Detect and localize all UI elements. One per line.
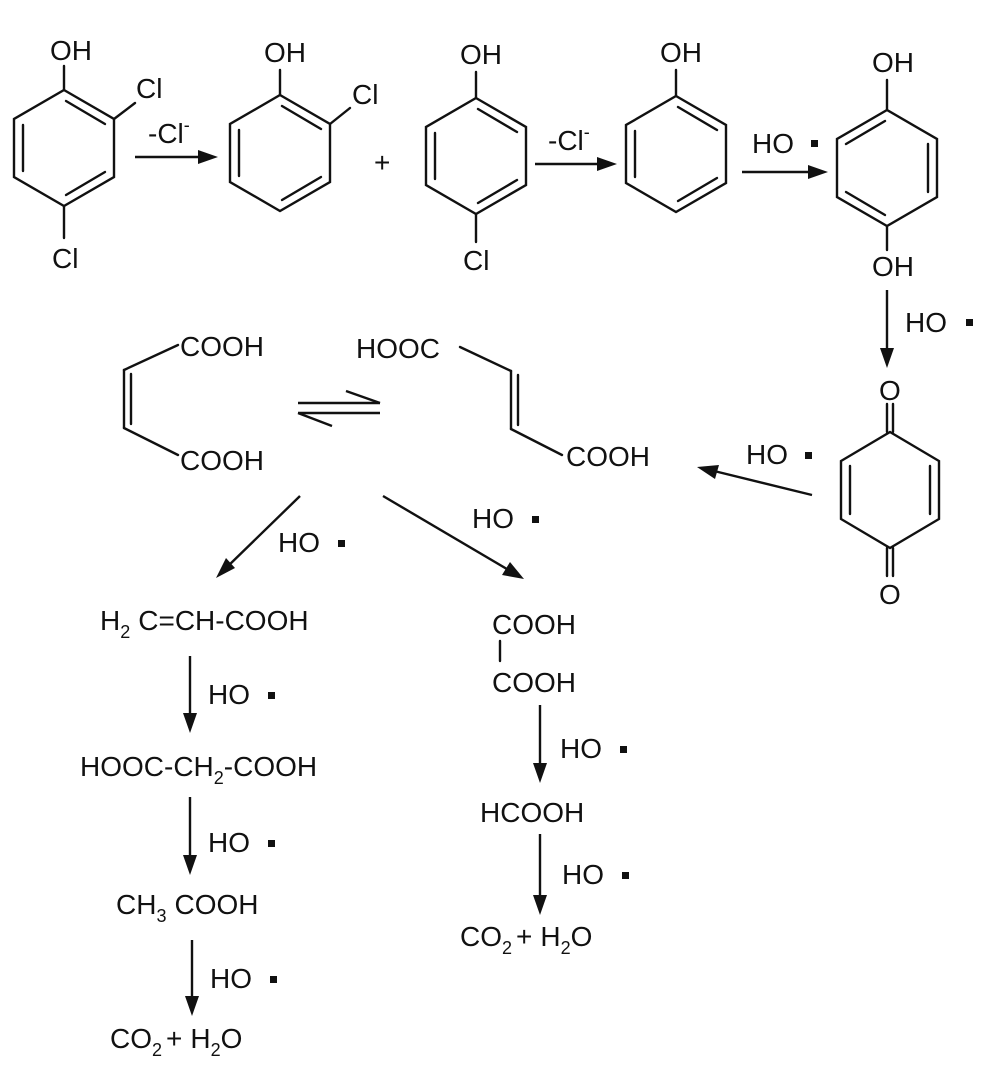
molecule-4-chlorophenol: OH Cl [424, 39, 528, 276]
hydroxyl-label: OH [660, 37, 702, 68]
reaction-arrow-to-oxalic: HO [382, 494, 539, 579]
hydroxyl-radical-label: HO [562, 859, 604, 890]
radical-dot [620, 746, 627, 753]
reaction-arrow-to-malonic: HO [183, 656, 275, 733]
reaction-arrow-to-acrylic: HO [216, 495, 345, 578]
carboxyl-label: COOH [566, 441, 650, 472]
benzene-ring [424, 96, 528, 216]
molecule-fumaric-acid: HOOC COOH [356, 333, 650, 472]
chlorine-label: Cl [352, 79, 378, 110]
reaction-arrow-to-mineralization-right: HO [533, 834, 629, 915]
hydroxyl-radical-label: HO [278, 527, 320, 558]
reaction-arrow-to-formic: HO [533, 705, 627, 783]
radical-dot [268, 692, 275, 699]
hydroxyl-label: OH [460, 39, 502, 70]
hydroxyl-radical-label: HO [752, 128, 794, 159]
hydroxyl-radical-label: HO [208, 827, 250, 858]
formic-acid-formula: HCOOH [480, 797, 584, 828]
chlorine-label: Cl [463, 245, 489, 276]
chlorine-label: Cl [136, 73, 162, 104]
radical-dot [966, 319, 973, 326]
plus-sign: + [374, 147, 390, 178]
molecule-2-4-dichlorophenol: OH Cl Cl [12, 35, 162, 274]
carboxyl-label: COOH [180, 445, 264, 476]
radical-dot [811, 140, 818, 147]
reaction-arrow-oxidation-to-quinone: HO [880, 290, 973, 368]
quinone-ring [839, 430, 941, 550]
hydroxyl-label: OH [50, 35, 92, 66]
hydroxyl-radical-label: HO [208, 679, 250, 710]
benzene-ring [835, 108, 939, 228]
radical-dot [268, 840, 275, 847]
oxygen-label: O [879, 375, 901, 406]
reaction-arrow-to-acetic: HO [183, 797, 275, 875]
carboxyl-label: COOH [492, 609, 576, 640]
hydroxyl-radical-label: HO [560, 733, 602, 764]
radical-dot [338, 540, 345, 547]
oxygen-label: O [879, 579, 901, 610]
final-products-left: CO2+H2O [110, 1023, 242, 1060]
molecule-phenol: OH [624, 37, 728, 214]
hydroxyl-label: OH [872, 251, 914, 282]
carboxyl-label: COOH [492, 667, 576, 698]
radical-dot [805, 452, 812, 459]
radical-dot [622, 872, 629, 879]
radical-dot [532, 516, 539, 523]
final-products-right: CO2+H2O [460, 921, 592, 958]
hydroxyl-label: OH [872, 47, 914, 78]
reaction-arrow-ring-opening: HO [697, 439, 813, 497]
dechlorination-label: -Cl- [548, 122, 590, 156]
reaction-arrow-dechlorination-2: -Cl- [535, 122, 617, 171]
benzene-ring [228, 93, 332, 213]
hydroxyl-radical-label: HO [472, 503, 514, 534]
reaction-arrow-dechlorination-1: -Cl- [135, 115, 218, 164]
radical-dot [270, 976, 277, 983]
malonic-acid-formula: HOOC-CH2-COOH [80, 751, 317, 788]
benzene-ring [624, 94, 728, 214]
molecule-oxalic-acid: COOH COOH [492, 609, 576, 698]
molecule-maleic-acid: COOH COOH [122, 331, 264, 476]
equilibrium-arrow [297, 389, 381, 428]
hydroxyl-radical-label: HO [210, 963, 252, 994]
reaction-arrow-to-mineralization-left: HO [185, 940, 277, 1016]
benzene-ring [12, 88, 116, 208]
carboxyl-label: COOH [180, 331, 264, 362]
reaction-arrow-hydroxylation: HO [742, 128, 828, 179]
carboxyl-label: HOOC [356, 333, 440, 364]
hydroxyl-radical-label: HO [746, 439, 788, 470]
hydroxyl-label: OH [264, 37, 306, 68]
hydroxyl-radical-label: HO [905, 307, 947, 338]
molecule-hydroquinone: OH OH [835, 47, 939, 282]
molecule-benzoquinone: O O [839, 375, 941, 610]
chlorine-label: Cl [52, 243, 78, 274]
molecule-2-chlorophenol: OH Cl [228, 37, 378, 213]
dechlorination-label: -Cl- [148, 115, 190, 149]
